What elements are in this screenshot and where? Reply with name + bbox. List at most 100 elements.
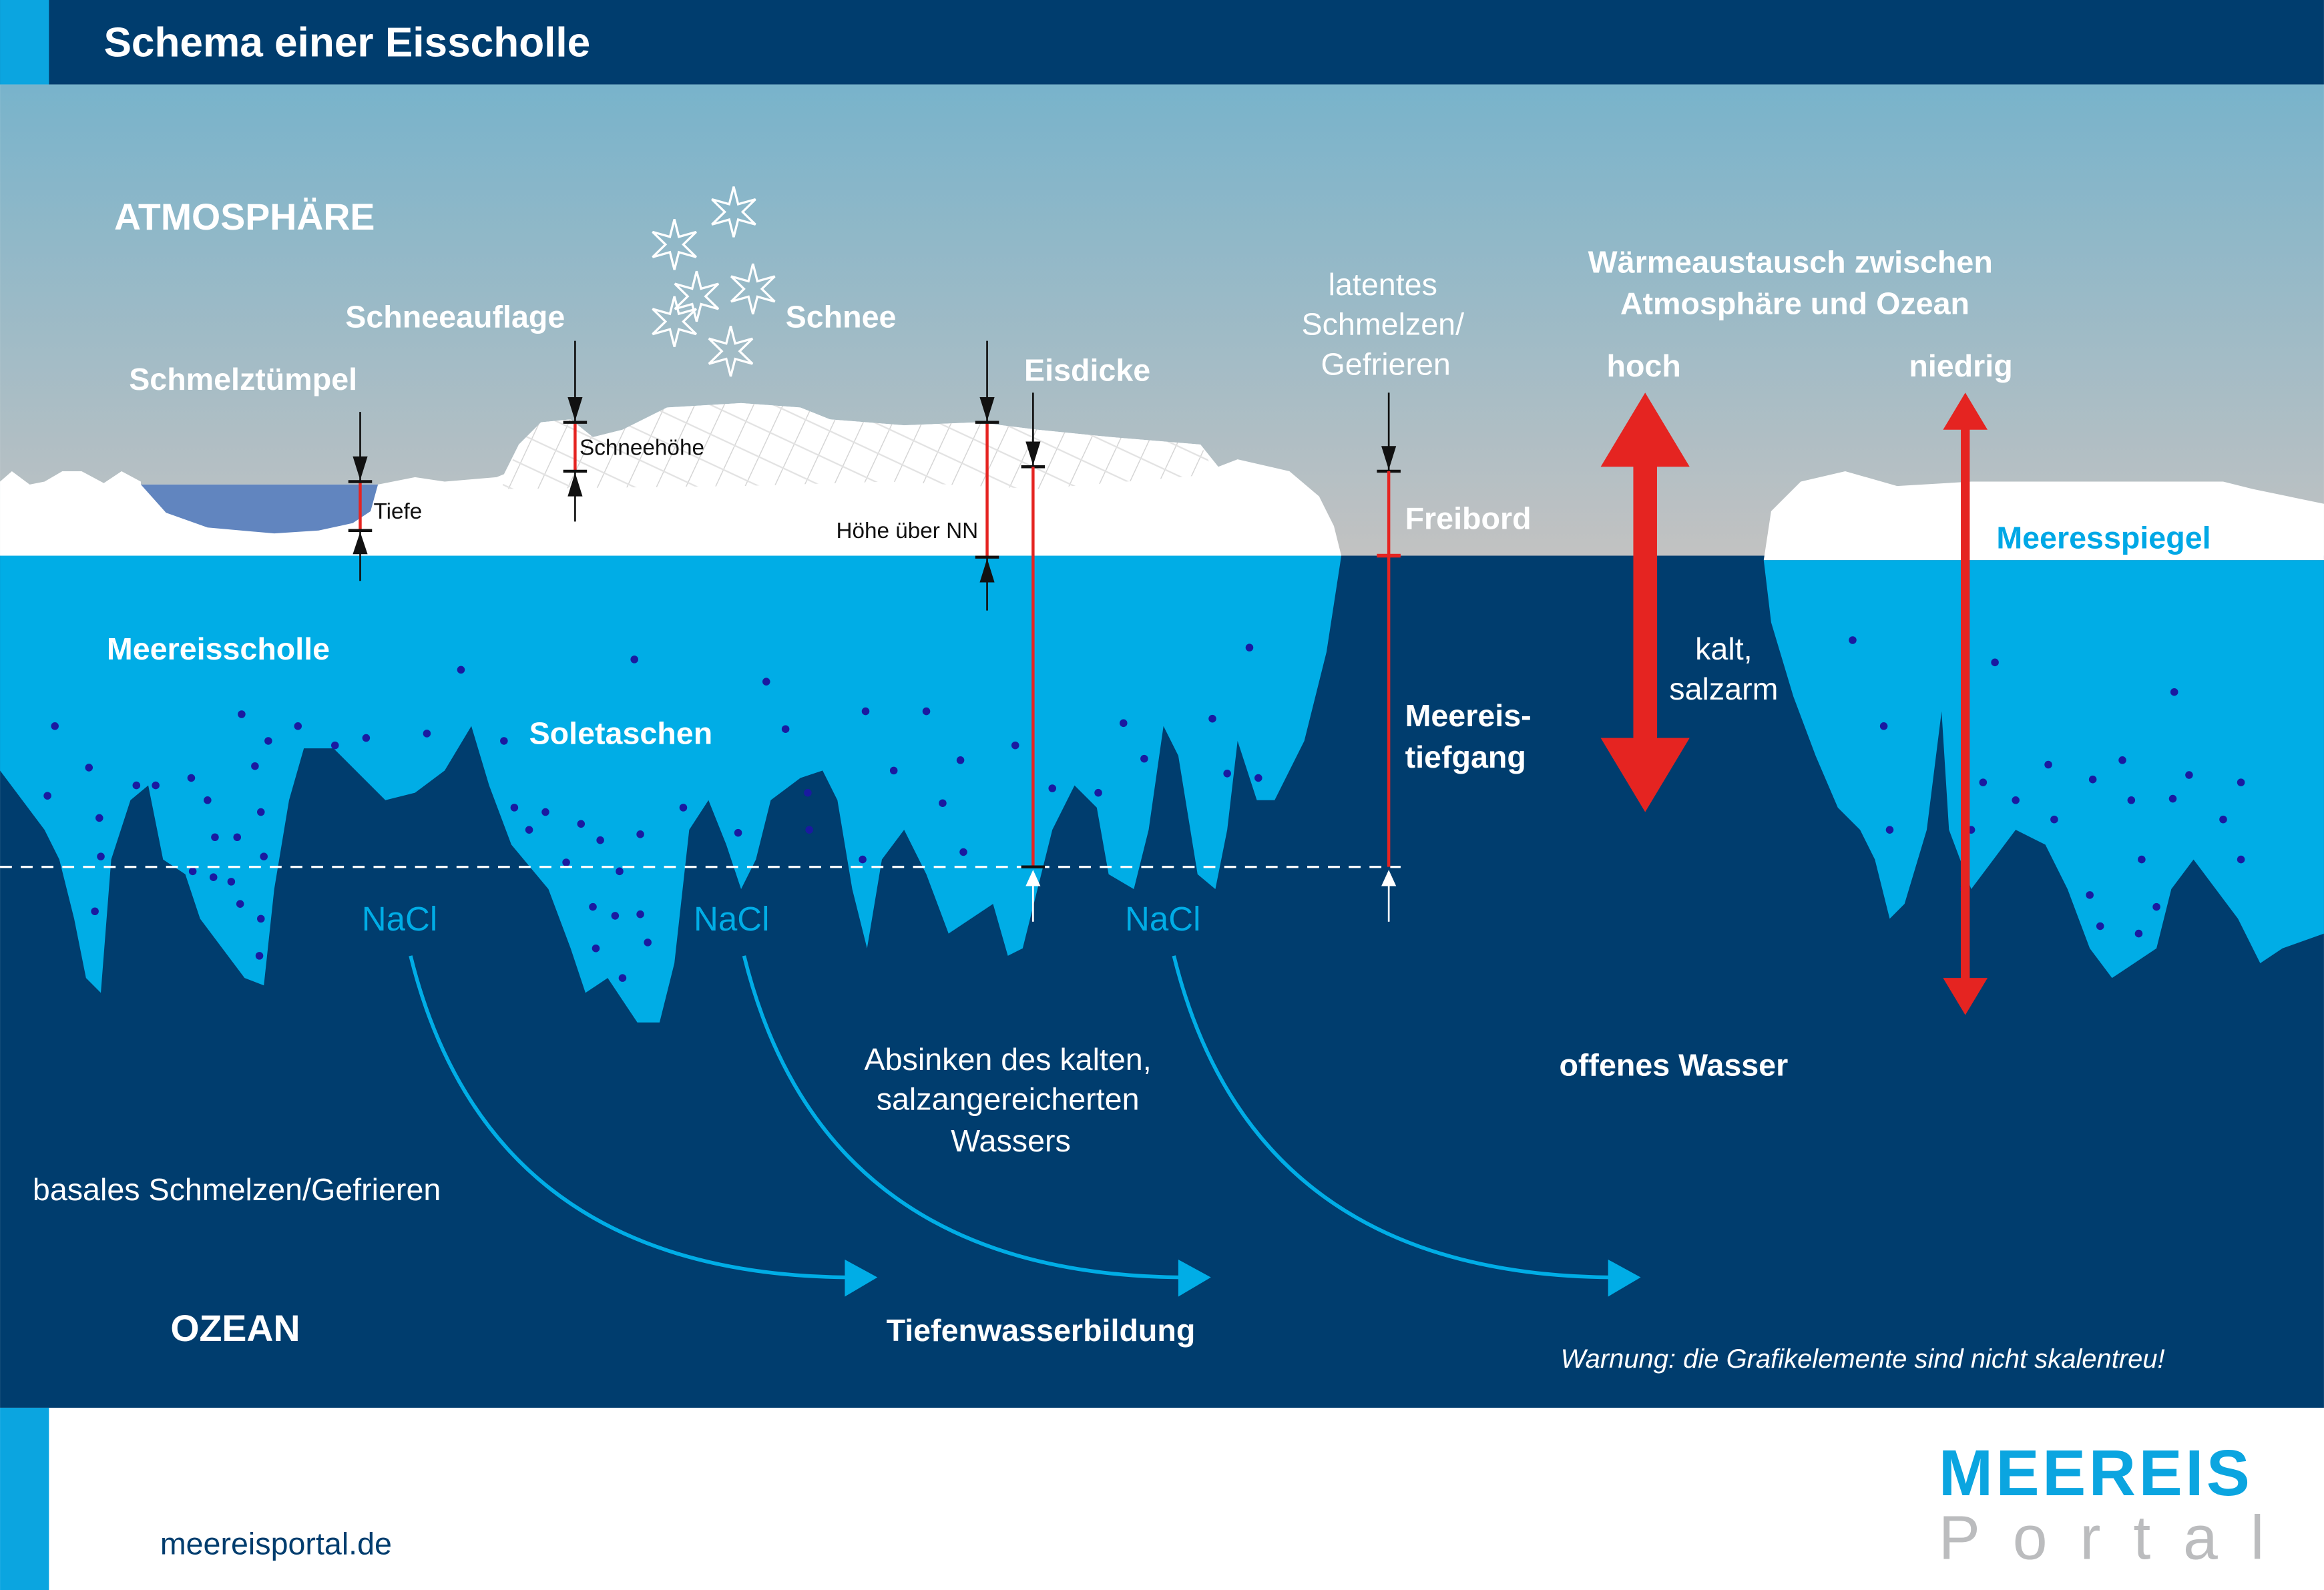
warning-label: Warnung: die Grafikelemente sind nicht s…: [1561, 1344, 2165, 1374]
brine-dot: [204, 796, 212, 804]
brine-dot: [43, 792, 51, 800]
brine-dot: [2118, 756, 2126, 764]
latent-line: Gefrieren: [1321, 347, 1451, 382]
brine-dot: [589, 902, 597, 911]
draft-label-1: Meereis-: [1405, 698, 1532, 733]
brine-dot: [1879, 722, 1888, 730]
height-above-sea-label: Höhe über NN: [836, 519, 978, 543]
floe-underwater-right: [1763, 560, 2324, 979]
brine-dot: [859, 855, 867, 864]
brine-dot: [457, 666, 465, 674]
nacl-label: NaCl: [1125, 900, 1200, 938]
brine-dot: [2152, 902, 2160, 911]
brine-dot: [211, 833, 219, 842]
floe-label: Meereisscholle: [107, 631, 330, 666]
brine-dot: [592, 944, 600, 953]
brine-dot: [1094, 788, 1102, 797]
height-above-sea-measure: [975, 340, 999, 611]
brine-dot: [260, 852, 268, 860]
sinking-label: Absinken des kalten, salzangereicherten …: [865, 1042, 1152, 1158]
latent-label: latentes Schmelzen/ Gefrieren: [1302, 267, 1465, 382]
page-title: Schema einer Eisscholle: [103, 19, 590, 65]
brine-dot: [2185, 771, 2193, 779]
brine-dot: [2127, 796, 2136, 804]
freeboard-label: Freibord: [1405, 501, 1532, 536]
brine-dot: [233, 833, 242, 842]
brine-dot: [423, 730, 431, 738]
brine-dot: [636, 830, 644, 838]
brine-dot: [2170, 688, 2178, 696]
brine-dot: [330, 741, 339, 750]
high-heat-exchange-arrow: [1600, 392, 1690, 812]
brine-dot: [209, 873, 218, 881]
brine-dot: [251, 762, 259, 770]
heat-exchange-title: Wärmeaustausch zwischen Atmosphäre und O…: [1588, 244, 1993, 320]
footer-url[interactable]: meereisportal.de: [160, 1527, 392, 1561]
brine-dot: [1048, 784, 1056, 792]
draft-label-2: tiefgang: [1405, 740, 1526, 774]
brine-dot: [362, 734, 371, 742]
brine-dot: [255, 952, 264, 960]
snowflake-icon: [652, 219, 697, 270]
brine-dot: [1885, 826, 1894, 834]
snowflake-icon: [730, 263, 776, 315]
brine-dot: [85, 764, 93, 772]
freeboard-draft-measure: [1377, 392, 1401, 922]
brine-dot: [2134, 929, 2143, 938]
brine-dot: [1208, 714, 1216, 723]
brine-dot: [257, 914, 265, 923]
brine-dot: [781, 725, 790, 733]
brine-dot: [1140, 754, 1148, 763]
basal-label: basales Schmelzen/Gefrieren: [33, 1172, 441, 1207]
brine-dot: [257, 808, 265, 816]
brine-dot: [939, 799, 947, 807]
brine-dot: [2088, 775, 2097, 784]
brine-dot: [91, 907, 99, 916]
snowflake-icon: [674, 270, 720, 322]
footer-accent: [0, 1407, 49, 1590]
brine-dot: [804, 788, 812, 797]
brine-dot: [616, 867, 624, 876]
brine-dot: [1245, 643, 1254, 651]
brine-dot: [227, 878, 236, 886]
brine-dot: [922, 707, 931, 716]
brine-dot: [636, 910, 644, 918]
brine-dot: [500, 737, 508, 745]
brine-dot: [959, 848, 967, 856]
snowflake-icon: [711, 186, 756, 238]
high-label: hoch: [1606, 348, 1680, 383]
brine-dot: [1254, 774, 1262, 782]
ocean-label: OZEAN: [170, 1308, 300, 1349]
brine-dot: [2096, 922, 2104, 931]
sinking-line: Absinken des kalten,: [865, 1042, 1152, 1077]
ice-thickness-label: Eisdicke: [1024, 353, 1150, 388]
ice-thickness-measure: [1021, 392, 1045, 922]
brine-dot: [51, 722, 59, 730]
depth-label: Tiefe: [373, 499, 422, 524]
snow-depth-label: Schneehöhe: [579, 436, 704, 461]
nacl-label: NaCl: [362, 900, 437, 938]
brine-dot: [264, 737, 272, 745]
brine-dot: [861, 707, 870, 716]
snowflake-icon: [652, 296, 697, 347]
floe-underwater-left: [0, 555, 1342, 1023]
snowflake-icons: [652, 186, 776, 377]
sinking-line: Wassers: [951, 1123, 1071, 1158]
brine-dot: [630, 655, 638, 664]
latent-line: latentes: [1329, 267, 1437, 302]
brine-dot: [510, 804, 519, 812]
low-heat-exchange-arrow: [1943, 392, 1988, 1015]
floe-above-water-right: [1763, 471, 2324, 561]
brine-dot: [132, 781, 141, 790]
brine-dot: [187, 774, 196, 782]
brine-dot: [2086, 891, 2094, 899]
sinking-water-arrows: [409, 955, 1612, 1280]
brine-dot: [1120, 719, 1128, 728]
brine-dot: [1849, 636, 1857, 644]
header-bar: [0, 0, 2324, 85]
brine-dot: [805, 826, 813, 834]
brine-dot: [525, 826, 533, 834]
snow-label: Schnee: [786, 300, 897, 334]
brine-dot: [2044, 760, 2052, 769]
